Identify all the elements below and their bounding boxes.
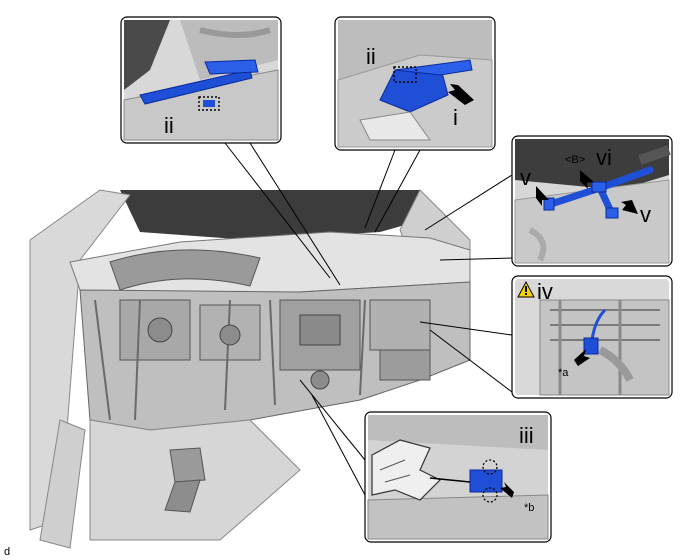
- label-b-bracket: <B>: [565, 154, 585, 166]
- arrow-i: [448, 84, 474, 105]
- windshield-top-band: [120, 190, 440, 240]
- label-i: i: [453, 105, 458, 130]
- claw-target-bottom: [482, 487, 498, 503]
- arrow-v-left: [536, 186, 549, 206]
- warning-triangle-icon: [517, 280, 535, 298]
- label-v-right: v: [640, 202, 651, 227]
- label-iv: iv: [537, 279, 553, 304]
- label-a: *a: [558, 367, 569, 379]
- leader-lines: [224, 142, 513, 496]
- clip-target-box: [198, 96, 220, 111]
- harness-wire-iv: [590, 308, 607, 341]
- label-ii-top-left: ii: [164, 113, 174, 138]
- label-vi: vi: [596, 145, 612, 170]
- meter-hood: [109, 249, 261, 291]
- label-ii-top-center: ii: [366, 44, 376, 69]
- callout-top-left: ii: [120, 16, 282, 144]
- label-iii: iii: [519, 423, 534, 448]
- lock-target-box: [393, 66, 417, 83]
- label-v-left: v: [520, 165, 531, 190]
- harness-clamp-top-left: [139, 69, 253, 105]
- callout-right-middle: iv *a: [511, 275, 673, 399]
- callout-bottom: iii *b: [364, 411, 552, 543]
- connector-top-center: [379, 64, 449, 113]
- dashboard-main-view: [29, 189, 471, 549]
- callout-right-top: v <B> vi v: [511, 135, 673, 267]
- callout-top-center: ii i: [334, 16, 496, 151]
- claw-target-top: [482, 459, 498, 475]
- arrow-v-right: [621, 200, 638, 214]
- label-b-star: *b: [524, 502, 534, 514]
- connector-iv: [583, 337, 599, 355]
- figure-id-mark: d: [4, 546, 10, 558]
- arrow-vi: [580, 170, 594, 189]
- connector-iii: [469, 469, 503, 493]
